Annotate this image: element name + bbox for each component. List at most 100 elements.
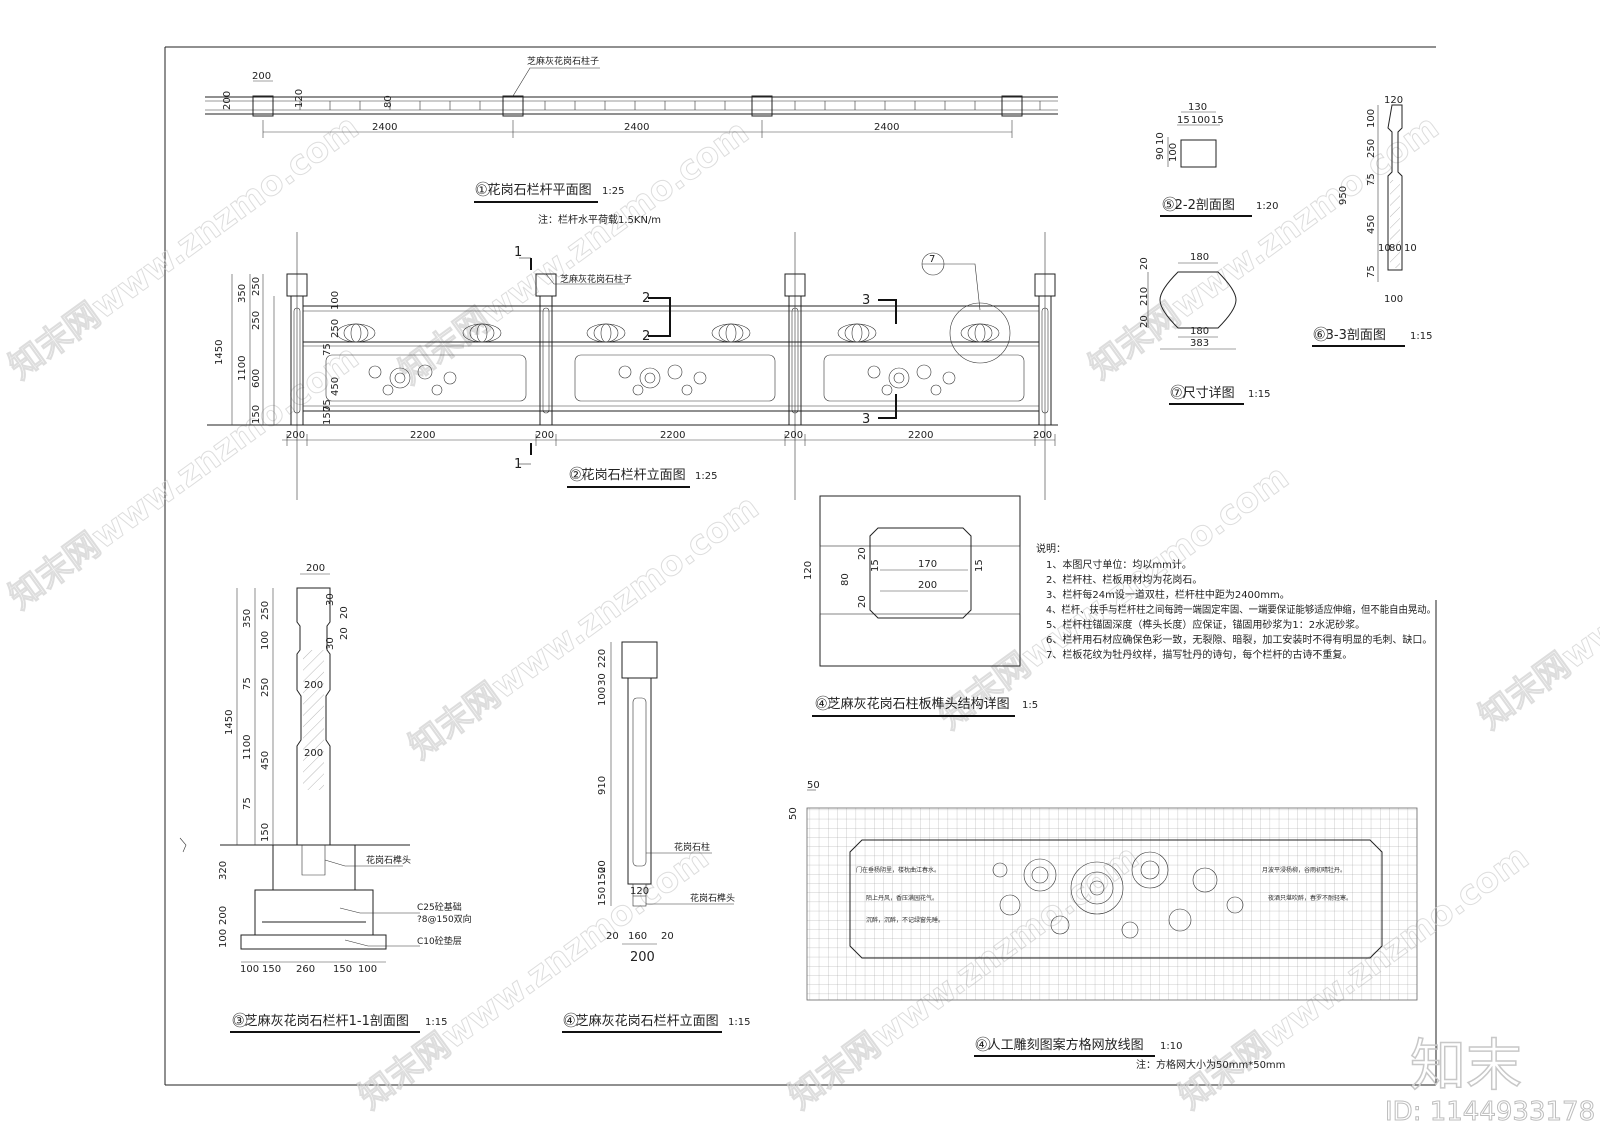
svg-text:160: 160 xyxy=(628,931,647,942)
section-3-3: 120 100 250 75 950 450 10 80 10 75 100 ⑥… xyxy=(1312,95,1432,347)
svg-text:15: 15 xyxy=(1177,115,1190,126)
svg-text:50: 50 xyxy=(807,780,820,791)
svg-text:100: 100 xyxy=(358,964,377,975)
svg-text:150: 150 xyxy=(322,406,333,425)
svg-text:200: 200 xyxy=(306,563,325,574)
svg-text:2: 2 xyxy=(642,329,650,344)
note-item: 2、栏杆柱、栏板用材均为花岗石。 xyxy=(1046,573,1202,586)
watermark-text: 知末网www.znzmo.com xyxy=(1472,457,1600,737)
svg-text:383: 383 xyxy=(1190,338,1209,349)
notes-heading: 说明： xyxy=(1036,542,1066,555)
watermark-text: 知末网www.znzmo.com xyxy=(2,107,366,387)
svg-text:30: 30 xyxy=(325,593,336,606)
svg-text:75: 75 xyxy=(1366,265,1377,278)
svg-text:250: 250 xyxy=(251,311,262,330)
svg-text:1:15: 1:15 xyxy=(425,1017,447,1028)
svg-text:1100: 1100 xyxy=(242,735,253,760)
plan-note: 注：栏杆水平荷载1.5KN/m xyxy=(538,213,661,226)
detail-7: 180 20 210 20 180 383 ⑦尺寸详图 1:15 xyxy=(1139,252,1270,405)
svg-text:100: 100 xyxy=(330,291,341,310)
svg-text:1: 1 xyxy=(514,457,522,472)
svg-text:120: 120 xyxy=(1384,95,1403,106)
svg-text:75: 75 xyxy=(1366,173,1377,186)
svg-text:20: 20 xyxy=(339,627,350,640)
svg-text:200: 200 xyxy=(918,580,937,591)
svg-text:260: 260 xyxy=(296,964,315,975)
svg-text:100: 100 xyxy=(240,964,259,975)
svg-text:250: 250 xyxy=(1366,139,1377,158)
plan-column xyxy=(252,95,274,117)
svg-text:150: 150 xyxy=(597,867,608,886)
svg-text:C25砼基础: C25砼基础 xyxy=(417,901,462,913)
peony-carving xyxy=(368,364,956,396)
svg-text:150: 150 xyxy=(262,964,281,975)
elevation-column-label: 芝麻灰花岗石柱子 xyxy=(560,273,632,285)
mortise-detail: 120 20 80 20 15 170 15 200 ④芝麻灰花岗石柱板榫头结构… xyxy=(803,495,1038,717)
svg-text:20: 20 xyxy=(661,931,674,942)
section-marks: 1 1 2 2 3 3 7 xyxy=(514,245,1011,472)
plan-span: 2400 xyxy=(372,122,397,133)
svg-text:④芝麻灰花岗石栏杆立面图: ④芝麻灰花岗石栏杆立面图 xyxy=(564,1013,719,1029)
svg-text:100: 100 xyxy=(1384,294,1403,305)
svg-text:910: 910 xyxy=(597,776,608,795)
svg-text:75: 75 xyxy=(322,399,333,412)
svg-text:C10砼垫层: C10砼垫层 xyxy=(417,935,462,947)
svg-text:1450: 1450 xyxy=(214,340,225,365)
svg-text:130: 130 xyxy=(1188,102,1207,113)
svg-text:120: 120 xyxy=(803,561,814,580)
svg-text:3: 3 xyxy=(862,293,870,308)
note-item: 6、栏杆用石材应确保色彩一致，无裂隙、暗裂，加工安装时不得有明显的毛刺、缺口。 xyxy=(1046,633,1432,646)
plan-span: 2400 xyxy=(874,122,899,133)
svg-text:1450: 1450 xyxy=(224,710,235,735)
plan-dim: 200 xyxy=(222,91,233,110)
svg-text:180: 180 xyxy=(1190,326,1209,337)
svg-text:花岗石柱: 花岗石柱 xyxy=(674,841,710,853)
svg-text:30: 30 xyxy=(597,673,608,686)
svg-text:150: 150 xyxy=(251,405,262,424)
svg-text:注：方格网大小为50mm*50mm: 注：方格网大小为50mm*50mm xyxy=(1136,1058,1285,1071)
svg-text:10: 10 xyxy=(1404,243,1417,254)
svg-text:170: 170 xyxy=(918,559,937,570)
svg-text:75: 75 xyxy=(242,797,253,810)
svg-text:⑥3-3剖面图: ⑥3-3剖面图 xyxy=(1314,328,1386,343)
svg-text:10: 10 xyxy=(1155,132,1166,145)
svg-text:80: 80 xyxy=(1389,243,1402,254)
section-2-2: 130 15 100 15 90 10 100 ⑤2-2剖面图 1:20 xyxy=(1155,102,1278,217)
svg-text:花岗石榫头: 花岗石榫头 xyxy=(366,854,411,866)
svg-text:沉醉，沉醉，不记绿窗先睡。: 沉醉，沉醉，不记绿窗先睡。 xyxy=(866,916,944,924)
section-1-1: 200 30 20 30 20 1450 350 250 100 1100 25… xyxy=(179,563,472,1033)
watermark-text: 知末网www.znzmo.com xyxy=(392,112,756,392)
svg-text:200: 200 xyxy=(304,748,323,759)
note-item: 4、栏杆、扶手与栏杆柱之间每跨一端固定牢固、一端要保证能够适应伸缩，但不能自由晃… xyxy=(1046,603,1436,616)
svg-text:30: 30 xyxy=(325,637,336,650)
svg-text:2200: 2200 xyxy=(660,430,685,441)
baluster-ornaments xyxy=(336,323,1000,343)
brand-logo: 知末 xyxy=(1410,1034,1522,1099)
svg-text:90: 90 xyxy=(1155,147,1166,160)
elevation-column xyxy=(1034,273,1056,426)
elevation-bottom-dims: 200 2200 200 2200 200 2200 200 xyxy=(282,430,1056,446)
plan-dim: 120 xyxy=(294,89,305,108)
svg-text:1100: 1100 xyxy=(237,356,248,381)
plan-column xyxy=(1001,95,1023,117)
svg-text:150: 150 xyxy=(260,823,271,842)
svg-text:2200: 2200 xyxy=(908,430,933,441)
svg-text:100: 100 xyxy=(218,929,229,948)
svg-text:50: 50 xyxy=(788,807,799,820)
plan-title: ①花岗石栏杆平面图 xyxy=(476,182,592,198)
svg-text:600: 600 xyxy=(251,369,262,388)
peony-carving xyxy=(992,851,1244,939)
plan-column-label: 芝麻灰花岗石柱子 xyxy=(527,55,599,67)
svg-text:200: 200 xyxy=(630,950,655,965)
svg-text:80: 80 xyxy=(840,573,851,586)
svg-text:250: 250 xyxy=(260,678,271,697)
svg-text:250: 250 xyxy=(330,319,341,338)
svg-text:210: 210 xyxy=(1139,287,1150,306)
plan-dim: 80 xyxy=(383,95,394,108)
svg-text:1:15: 1:15 xyxy=(1410,331,1432,342)
plan-span: 2400 xyxy=(624,122,649,133)
svg-text:④人工雕刻图案方格网放线图: ④人工雕刻图案方格网放线图 xyxy=(976,1037,1144,1053)
svg-text:10: 10 xyxy=(1378,243,1391,254)
svg-text:150: 150 xyxy=(597,887,608,906)
